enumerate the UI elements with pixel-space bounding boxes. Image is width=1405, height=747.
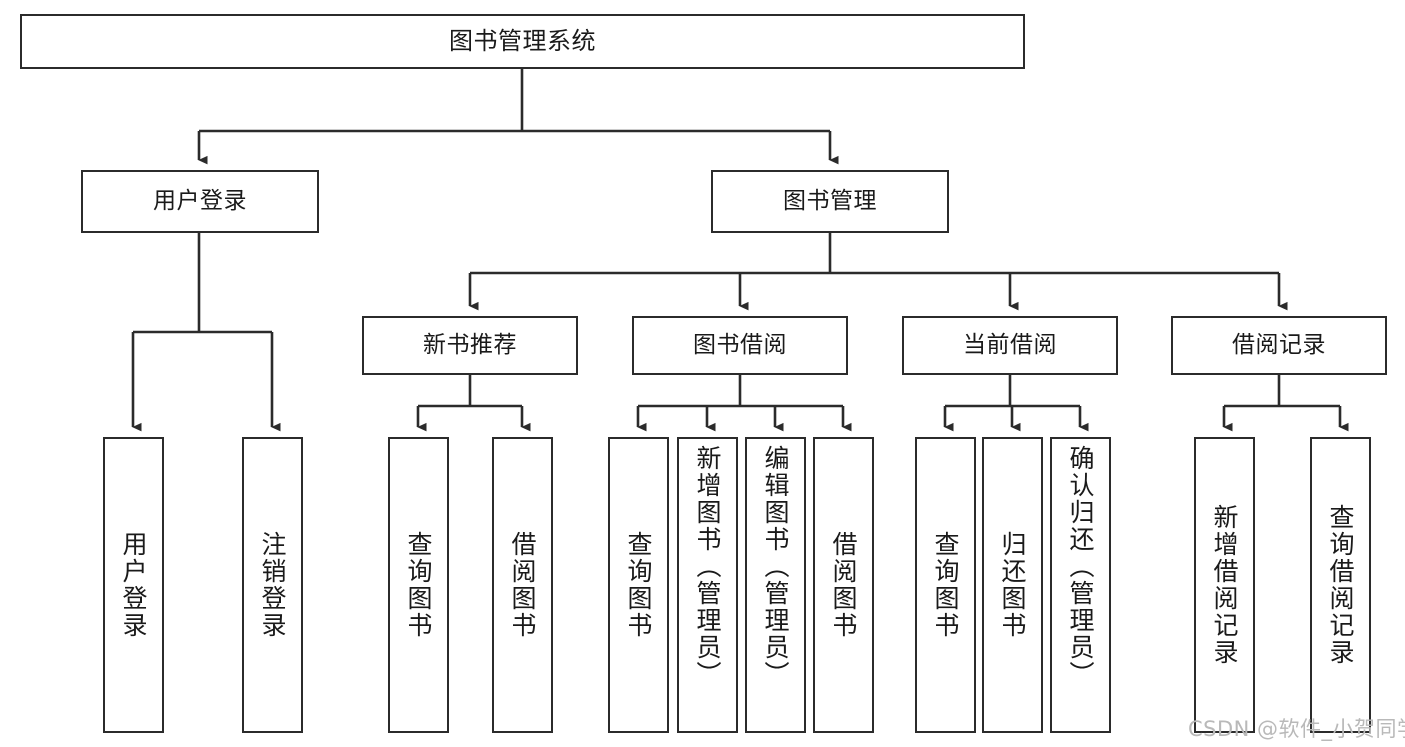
node-label: 归还图书: [998, 531, 1027, 639]
leaf-query-borrow-record[interactable]: 查询借阅记录: [1310, 437, 1371, 733]
node-label: 图书管理: [783, 188, 877, 215]
node-label: 借阅图书: [829, 531, 858, 639]
node-label: 编辑图书（管理员）: [761, 445, 790, 688]
node-label: 新书推荐: [423, 332, 517, 359]
node-label: 查询图书: [624, 531, 653, 639]
node-label: 查询图书: [931, 531, 960, 639]
node-borrow-record[interactable]: 借阅记录: [1171, 316, 1387, 375]
leaf-add-book-admin[interactable]: 新增图书（管理员）: [677, 437, 738, 733]
node-new-book-recommend[interactable]: 新书推荐: [362, 316, 578, 375]
node-label: 查询图书: [404, 531, 433, 639]
node-label: 用户登录: [153, 188, 247, 215]
leaf-confirm-return-admin[interactable]: 确认归还（管理员）: [1050, 437, 1111, 733]
leaf-user-login[interactable]: 用户登录: [103, 437, 164, 733]
node-label: 图书管理系统: [449, 26, 596, 55]
csdn-watermark: CSDN @软件_小贺同学: [1188, 717, 1405, 741]
node-label: 查询借阅记录: [1326, 504, 1355, 666]
leaf-edit-book-admin[interactable]: 编辑图书（管理员）: [745, 437, 806, 733]
node-label: 当前借阅: [963, 332, 1057, 359]
node-user-login[interactable]: 用户登录: [81, 170, 319, 233]
leaf-add-borrow-record[interactable]: 新增借阅记录: [1194, 437, 1255, 733]
node-label: 用户登录: [119, 531, 148, 639]
leaf-user-logout[interactable]: 注销登录: [242, 437, 303, 733]
node-label: 注销登录: [258, 531, 287, 639]
node-book-management[interactable]: 图书管理: [711, 170, 949, 233]
node-current-borrow[interactable]: 当前借阅: [902, 316, 1118, 375]
node-book-borrow[interactable]: 图书借阅: [632, 316, 848, 375]
node-label: 新增图书（管理员）: [693, 445, 722, 688]
node-label: 借阅图书: [508, 531, 537, 639]
node-label: 借阅记录: [1232, 332, 1326, 359]
leaf-return-book[interactable]: 归还图书: [982, 437, 1043, 733]
node-root-book-management-system[interactable]: 图书管理系统: [20, 14, 1025, 69]
leaf-borrow-book[interactable]: 借阅图书: [813, 437, 874, 733]
leaf-query-book-borrow[interactable]: 查询图书: [608, 437, 669, 733]
leaf-query-book-recommend[interactable]: 查询图书: [388, 437, 449, 733]
node-label: 图书借阅: [693, 332, 787, 359]
leaf-borrow-book-recommend[interactable]: 借阅图书: [492, 437, 553, 733]
node-label: 确认归还（管理员）: [1066, 445, 1095, 688]
node-label: 新增借阅记录: [1210, 504, 1239, 666]
leaf-query-book-current[interactable]: 查询图书: [915, 437, 976, 733]
